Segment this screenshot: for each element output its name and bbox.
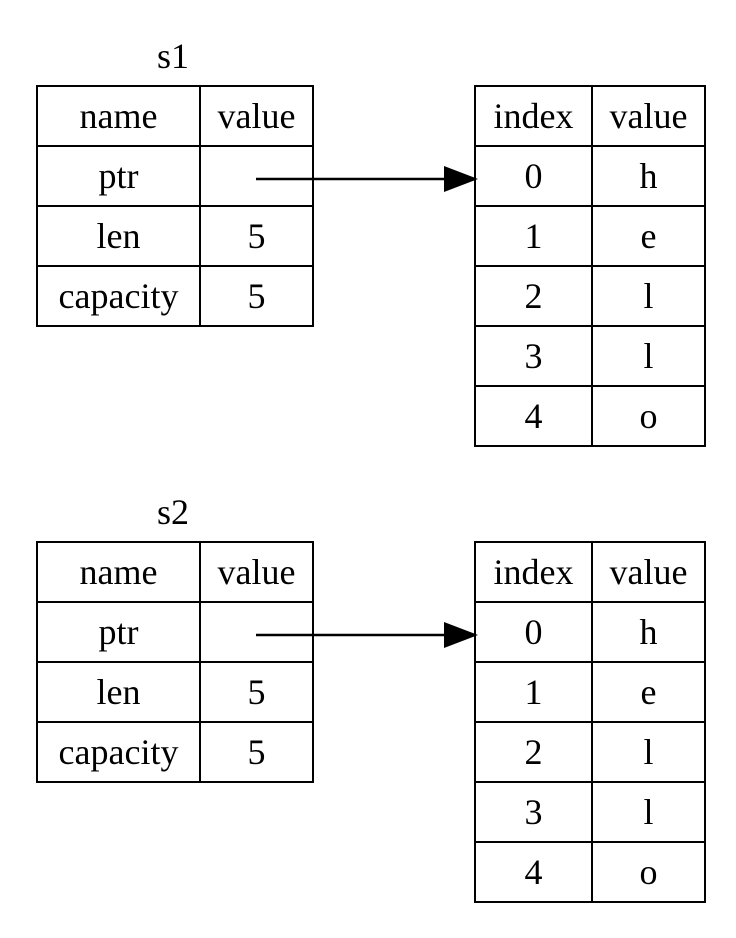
heap-row: 4 o <box>474 841 706 903</box>
stack-table-s1: name value ptr len 5 capacity 5 <box>36 85 314 327</box>
heap-value-cell: o <box>591 385 706 447</box>
stack-row-len: len 5 <box>36 205 314 267</box>
heap-index-cell: 1 <box>474 205 593 267</box>
heap-value-cell: l <box>591 265 706 327</box>
heap-table-s2: index value 0 h 1 e 2 l 3 l 4 o <box>474 541 706 903</box>
heap-table-s1: index value 0 h 1 e 2 l 3 l 4 o <box>474 85 706 447</box>
heap-value-cell: l <box>591 781 706 843</box>
heap-index-cell: 0 <box>474 145 593 207</box>
variable-label-s2: s2 <box>156 492 189 532</box>
heap-value-cell: l <box>591 721 706 783</box>
stack-field-value <box>199 601 314 663</box>
stack-field-name: ptr <box>36 601 201 663</box>
stack-row-capacity: capacity 5 <box>36 265 314 327</box>
heap-row: 1 e <box>474 661 706 723</box>
stack-header-value: value <box>199 85 314 147</box>
heap-value-cell: e <box>591 205 706 267</box>
heap-header-index: index <box>474 541 593 603</box>
stack-field-value: 5 <box>199 205 314 267</box>
stack-header-row: name value <box>36 541 314 603</box>
heap-header-row: index value <box>474 541 706 603</box>
heap-row: 0 h <box>474 145 706 207</box>
stack-row-ptr: ptr <box>36 601 314 663</box>
heap-row: 3 l <box>474 781 706 843</box>
heap-header-value: value <box>591 541 706 603</box>
heap-row: 1 e <box>474 205 706 267</box>
heap-value-cell: h <box>591 601 706 663</box>
heap-index-cell: 3 <box>474 325 593 387</box>
stack-field-value: 5 <box>199 721 314 783</box>
heap-row: 2 l <box>474 721 706 783</box>
stack-field-name: len <box>36 661 201 723</box>
heap-value-cell: l <box>591 325 706 387</box>
heap-value-cell: o <box>591 841 706 903</box>
stack-header-name: name <box>36 85 201 147</box>
stack-field-name: capacity <box>36 265 201 327</box>
heap-index-cell: 1 <box>474 661 593 723</box>
stack-field-name: ptr <box>36 145 201 207</box>
stack-field-value <box>199 145 314 207</box>
stack-header-row: name value <box>36 85 314 147</box>
stack-field-name: len <box>36 205 201 267</box>
heap-index-cell: 0 <box>474 601 593 663</box>
heap-row: 0 h <box>474 601 706 663</box>
heap-header-index: index <box>474 85 593 147</box>
stack-field-value: 5 <box>199 265 314 327</box>
heap-header-row: index value <box>474 85 706 147</box>
pointer-arrowhead-s1 <box>444 166 478 192</box>
pointer-arrowhead-s2 <box>444 622 478 648</box>
heap-row: 3 l <box>474 325 706 387</box>
heap-index-cell: 2 <box>474 265 593 327</box>
heap-index-cell: 2 <box>474 721 593 783</box>
heap-index-cell: 4 <box>474 841 593 903</box>
heap-value-cell: e <box>591 661 706 723</box>
variable-label-s1: s1 <box>156 36 189 76</box>
stack-header-value: value <box>199 541 314 603</box>
stack-field-name: capacity <box>36 721 201 783</box>
stack-field-value: 5 <box>199 661 314 723</box>
heap-header-value: value <box>591 85 706 147</box>
stack-header-name: name <box>36 541 201 603</box>
stack-row-ptr: ptr <box>36 145 314 207</box>
heap-index-cell: 4 <box>474 385 593 447</box>
stack-row-len: len 5 <box>36 661 314 723</box>
stack-table-s2: name value ptr len 5 capacity 5 <box>36 541 314 783</box>
heap-value-cell: h <box>591 145 706 207</box>
heap-row: 4 o <box>474 385 706 447</box>
heap-row: 2 l <box>474 265 706 327</box>
stack-row-capacity: capacity 5 <box>36 721 314 783</box>
heap-index-cell: 3 <box>474 781 593 843</box>
